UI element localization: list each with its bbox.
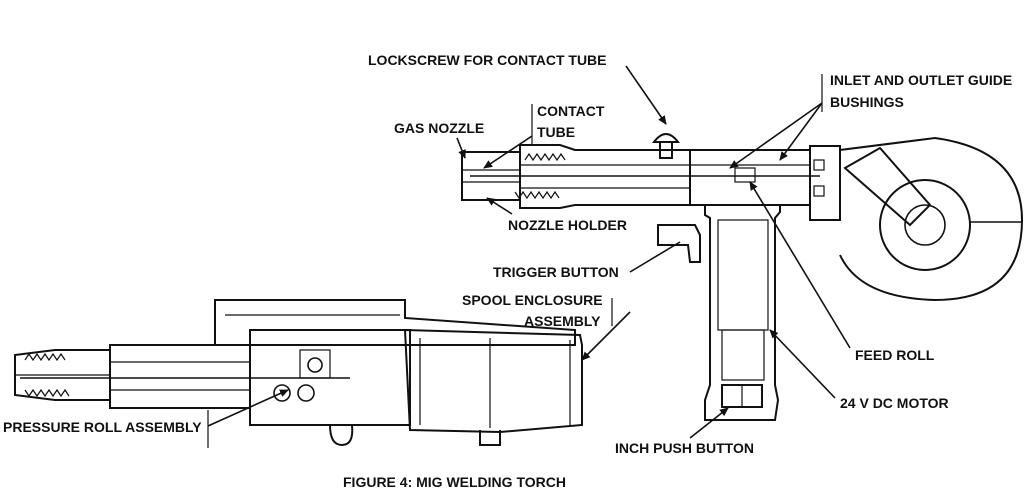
- gun-handle: [657, 204, 781, 421]
- label-spool-line2: ASSEMBLY: [524, 313, 601, 329]
- leader-lines: [207, 65, 851, 448]
- label-feed-roll: FEED ROLL: [855, 347, 935, 363]
- leader-nozzle-holder: [486, 197, 513, 215]
- leader-feed-roll: [749, 181, 851, 349]
- figure-caption: FIGURE 4: MIG WELDING TORCH: [343, 474, 566, 490]
- wire-spool-wheel: [839, 136, 1024, 302]
- label-motor: 24 V DC MOTOR: [840, 395, 949, 411]
- leader-inlet-bushing-a: [729, 102, 823, 169]
- label-pressure-roll: PRESSURE ROLL ASSEMBLY: [3, 419, 202, 435]
- leader-gas-nozzle: [456, 137, 466, 159]
- spool-gun-tip: [14, 349, 111, 401]
- leader-contact-tube: [483, 135, 533, 169]
- label-lockscrew: LOCKSCREW FOR CONTACT TUBE: [368, 52, 607, 68]
- leader-inch-push: [689, 407, 729, 439]
- labels: LOCKSCREW FOR CONTACT TUBE INLET AND OUT…: [3, 52, 1012, 490]
- label-inlet-line2: BUSHINGS: [830, 94, 904, 110]
- spool-gun-view: [14, 299, 583, 447]
- leader-lockscrew: [625, 65, 667, 125]
- lockscrew-part: [651, 133, 681, 159]
- label-trigger-button: TRIGGER BUTTON: [493, 264, 619, 280]
- feed-housing: [689, 145, 841, 221]
- label-inlet-line1: INLET AND OUTLET GUIDE: [830, 72, 1012, 88]
- spool-gun-housing: [214, 299, 576, 426]
- leader-motor: [769, 329, 836, 399]
- label-gas-nozzle: GAS NOZZLE: [394, 120, 484, 136]
- label-nozzle-holder: NOZZLE HOLDER: [508, 217, 627, 233]
- spool-enclosure-part: [329, 328, 583, 447]
- label-contact-line1: CONTACT: [537, 103, 605, 119]
- leader-trigger: [629, 241, 681, 273]
- torch-barrel: [470, 144, 820, 209]
- torch-side-view: [461, 133, 1024, 421]
- label-inch-push: INCH PUSH BUTTON: [615, 440, 754, 456]
- leader-pressure-roll: [207, 389, 289, 427]
- leader-inlet-bushing-b: [779, 102, 823, 161]
- leader-spool: [581, 311, 631, 361]
- label-contact-line2: TUBE: [537, 124, 575, 140]
- label-spool-line1: SPOOL ENCLOSURE: [462, 292, 603, 308]
